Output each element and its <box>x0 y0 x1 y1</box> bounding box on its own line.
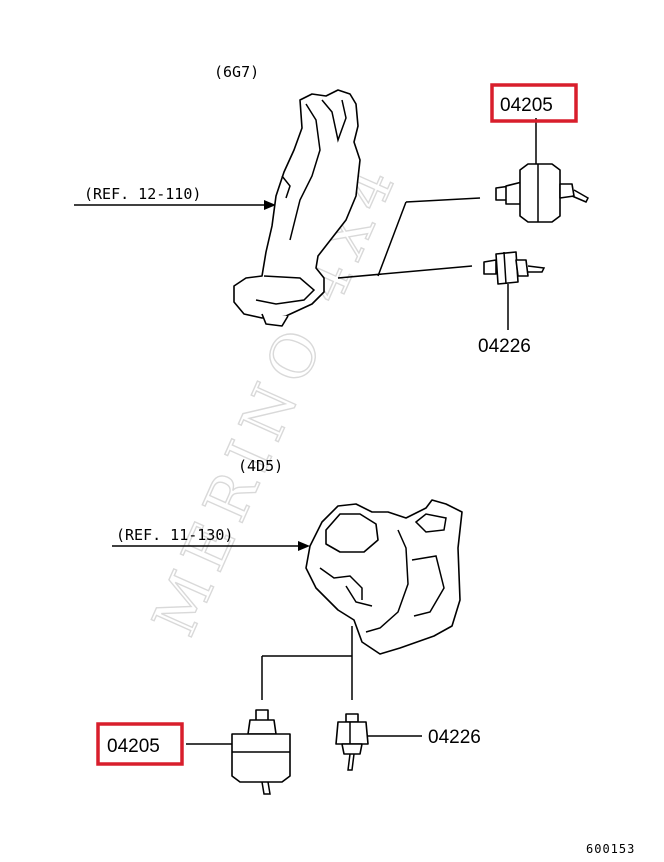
engine-block-4d5 <box>305 499 463 655</box>
part-number-04205-6g7[interactable]: 04205 <box>500 95 553 116</box>
oil-pressure-switch-04205-4d5[interactable] <box>186 709 291 795</box>
oil-pressure-switch-04226-4d5[interactable] <box>335 713 422 771</box>
leader-6g7-c <box>337 265 473 279</box>
ref-arrowhead-6g7 <box>264 200 276 210</box>
part-number-04205-4d5[interactable]: 04205 <box>107 736 160 757</box>
engine-block-6g7 <box>233 89 361 327</box>
leader-6g7-a <box>377 201 407 277</box>
engine-label-6g7: (6G7) <box>214 63 259 81</box>
section-6g7: (6G7) (REF. 12-110) <box>74 63 589 357</box>
highlight-box-04205-6g7 <box>490 83 578 123</box>
engine-label-4d5: (4D5) <box>238 457 283 475</box>
section-4d5: (4D5) (REF. 11-130) <box>96 457 481 795</box>
diagram-code: 600153 <box>586 842 635 856</box>
highlight-box-04205-4d5 <box>96 722 184 766</box>
leader-6g7-b <box>405 197 481 203</box>
oil-pressure-switch-04226-6g7[interactable] <box>483 251 546 330</box>
ref-label-4d5: (REF. 11-130) <box>116 526 233 544</box>
oil-pressure-switch-04205-6g7[interactable] <box>495 118 589 223</box>
part-number-04226-4d5[interactable]: 04226 <box>428 727 481 748</box>
ref-label-6g7: (REF. 12-110) <box>84 185 201 203</box>
part-number-04226-6g7[interactable]: 04226 <box>478 336 531 357</box>
ref-arrowhead-4d5 <box>298 541 310 551</box>
